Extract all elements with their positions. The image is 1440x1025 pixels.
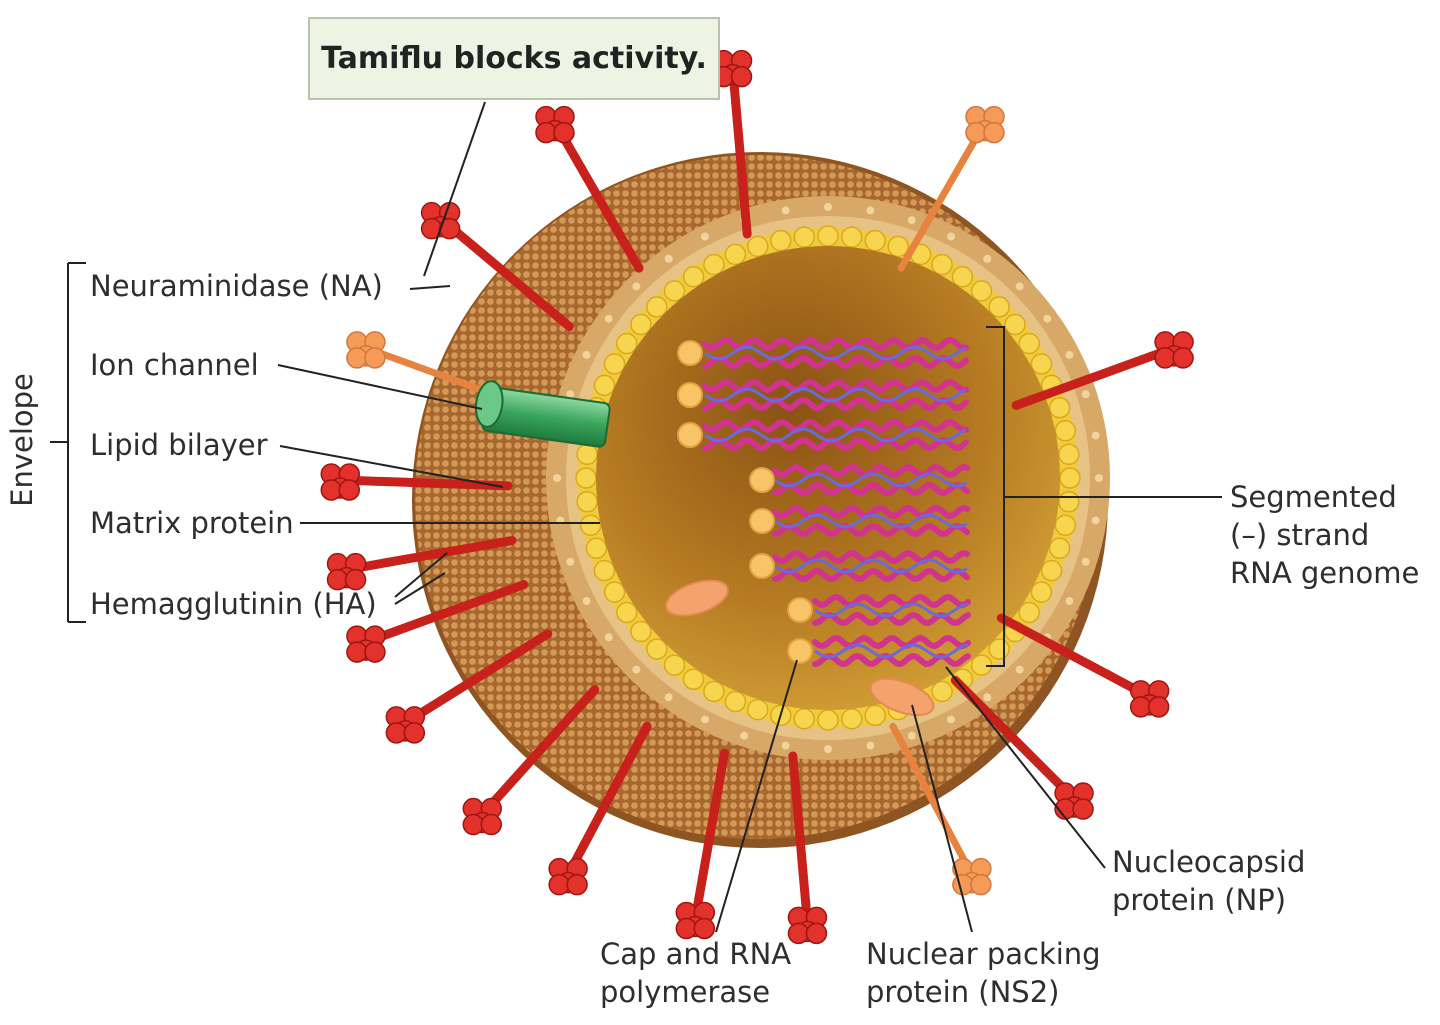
label-segmented-genome: Segmented (–) strand RNA genome [1230,480,1420,590]
rna-genome-segments [677,336,971,668]
ion-channel-shape [474,380,611,448]
matrix-protein-beads [553,203,1103,753]
ns2-oval-left [665,579,729,617]
tamiflu-callout: Tamiflu blocks activity. [308,17,720,100]
leader-lines [50,101,1222,933]
label-polymerase: Cap and RNA polymerase [600,937,792,1009]
ns2-oval-right [869,677,935,717]
label-nucleocapsid: Nucleocapsid protein (NP) [1112,845,1306,917]
label-neuraminidase: Neuraminidase (NA) [90,269,383,303]
envelope-group-label: Envelope [5,373,40,507]
label-ion-channel: Ion channel [90,348,259,382]
label-nuclear-packing: Nuclear packing protein (NS2) [866,937,1101,1009]
label-matrix-protein: Matrix protein [90,506,294,540]
label-lipid-bilayer: Lipid bilayer [90,428,268,462]
label-hemagglutinin: Hemagglutinin (HA) [90,587,377,621]
